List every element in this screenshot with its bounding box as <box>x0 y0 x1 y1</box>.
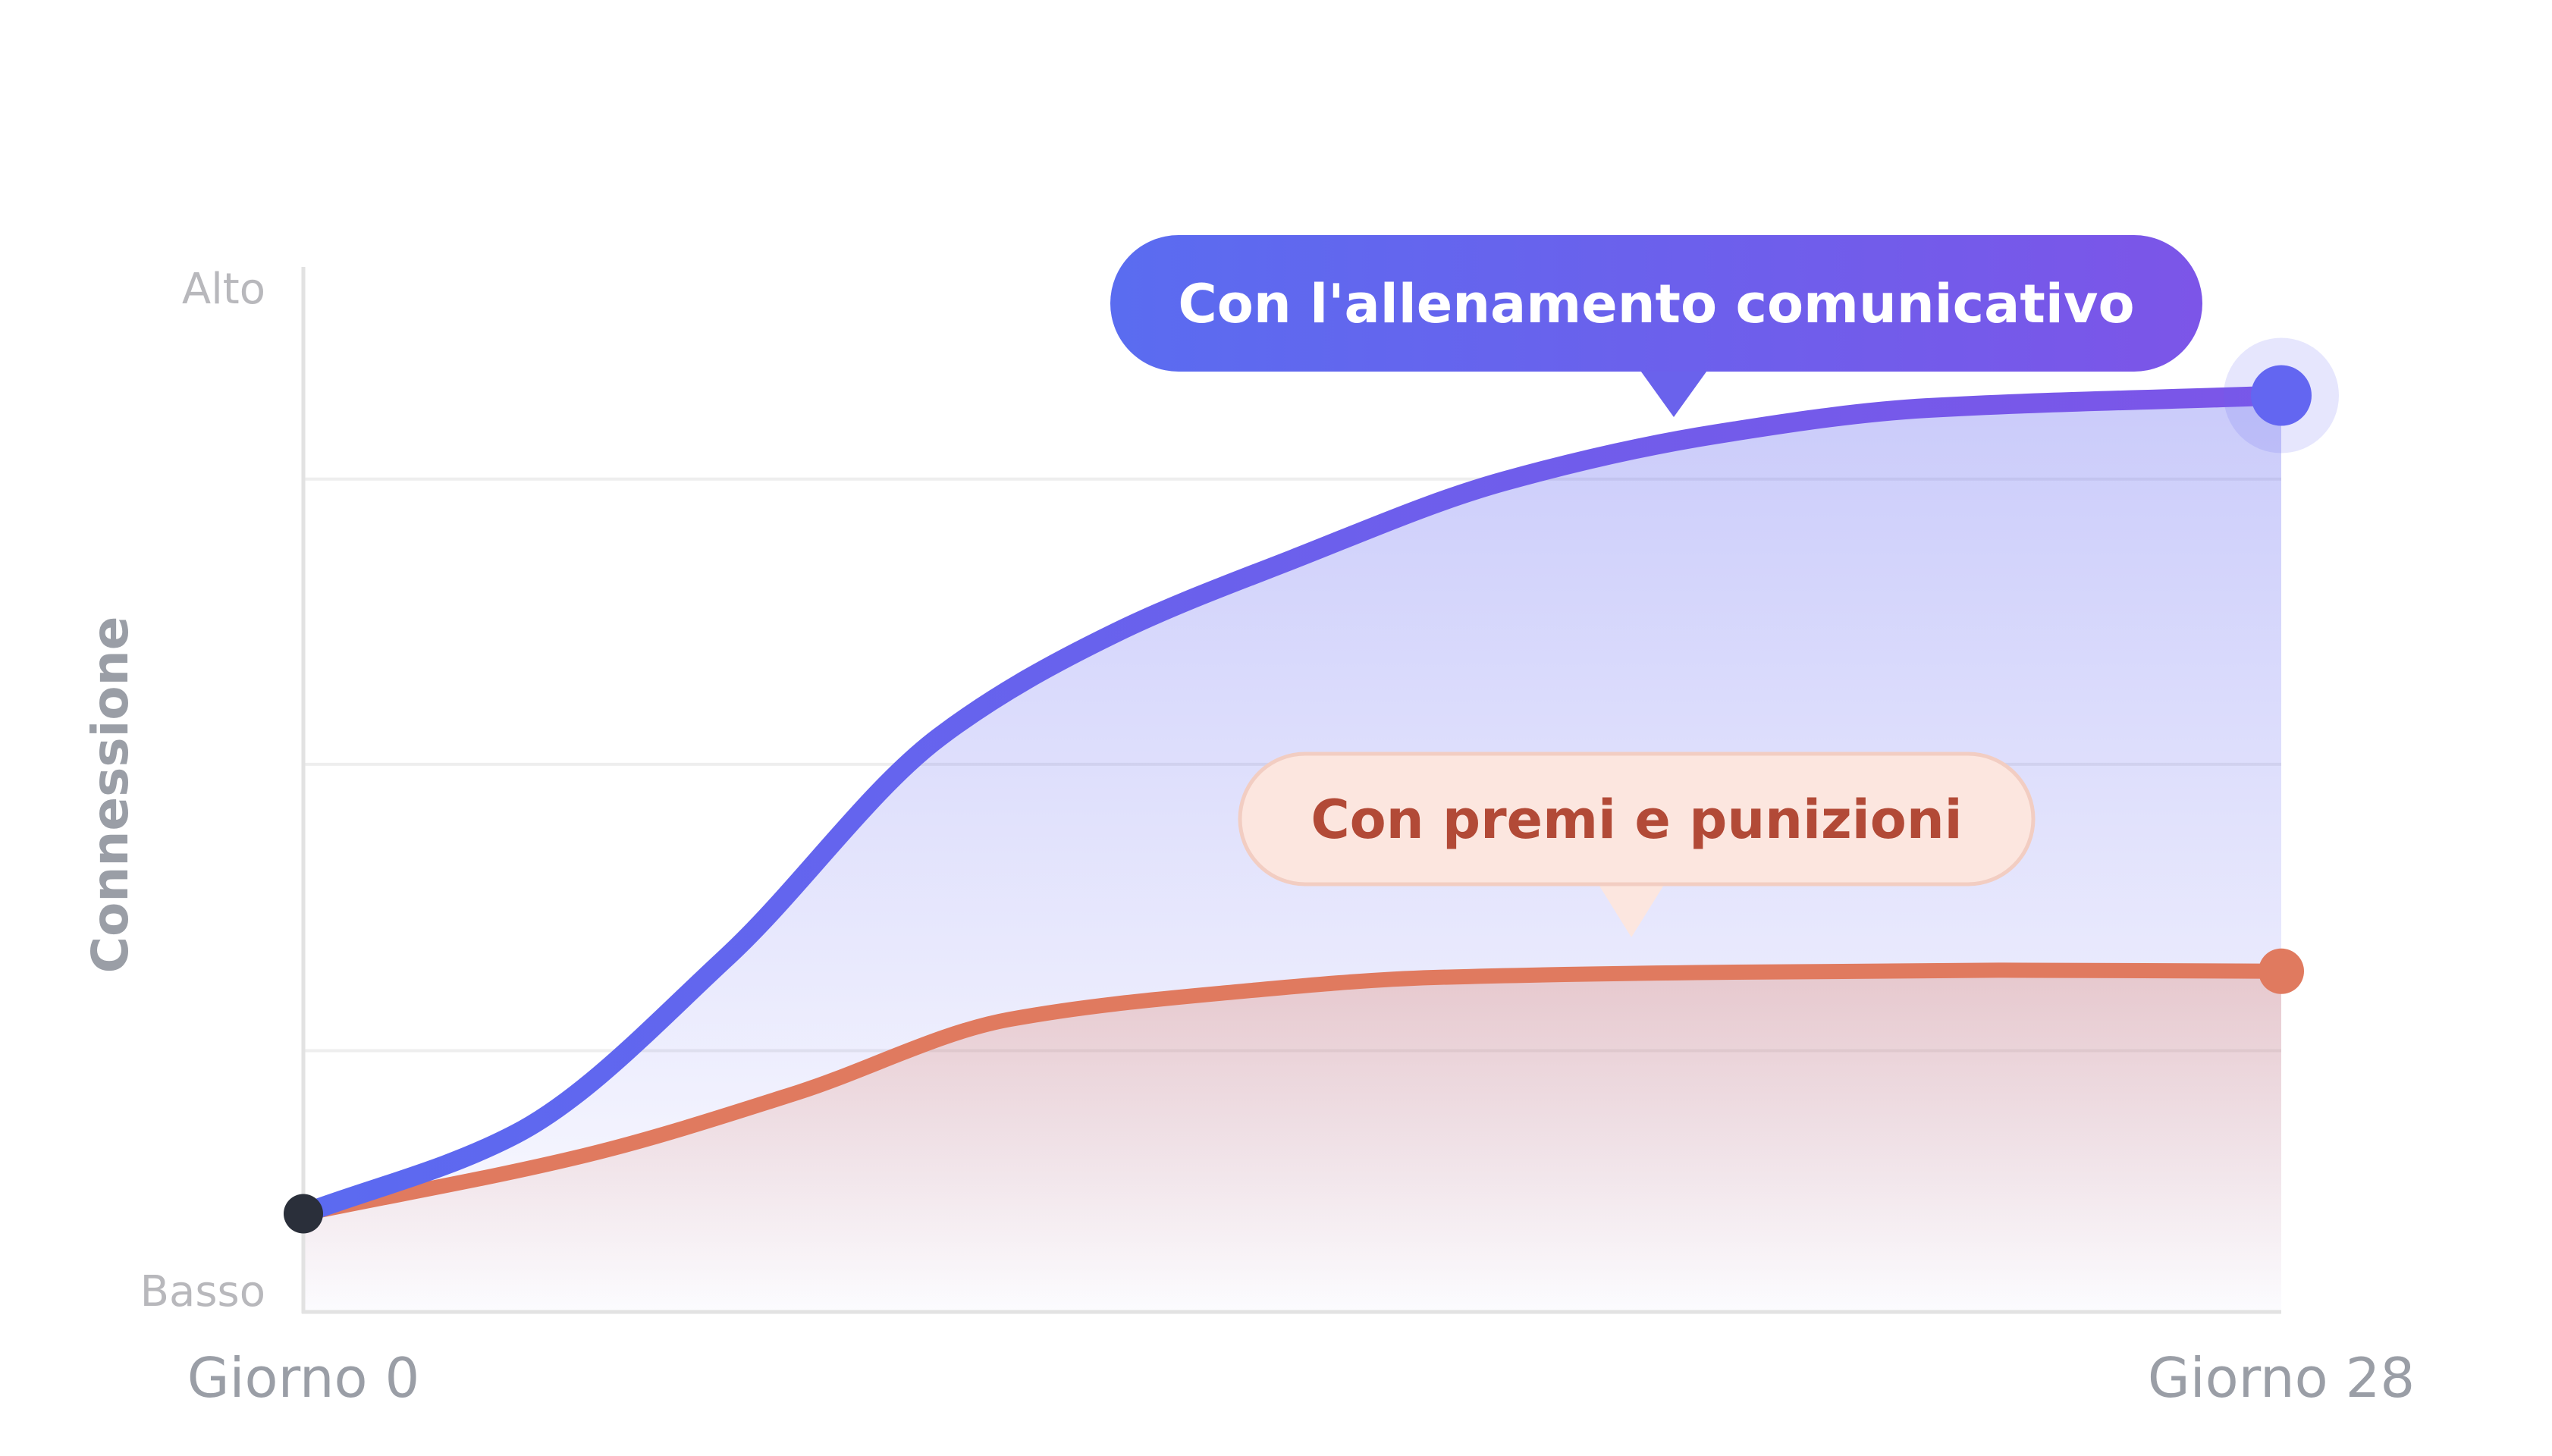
area-rewards <box>303 970 2281 1312</box>
axes <box>301 267 2281 1314</box>
x-tick-label-1: Giorno 28 <box>2148 1346 2415 1410</box>
annotation-badge-rewards <box>1238 752 2036 886</box>
series-lines <box>293 385 2291 1224</box>
annotation-pointer-communication <box>1638 369 1709 417</box>
annotation-rewards: Con premi e punizioni <box>1238 752 2036 937</box>
line-communication <box>293 385 2291 1224</box>
x-tick-label-0: Giorno 0 <box>187 1346 420 1410</box>
y-tick-label-1: Alto <box>182 265 265 314</box>
annotation-badge-communication <box>1110 235 2202 372</box>
annotation-text-rewards: Con premi e punizioni <box>1311 789 1962 851</box>
annotation-pointer-rewards <box>1596 881 1667 937</box>
y-axis-label: Connessione <box>81 617 140 974</box>
annotation-text-communication: Con l'allenamento comunicativo <box>1178 273 2134 335</box>
line-rewards <box>296 962 2289 1222</box>
annotation-communication: Con l'allenamento comunicativo <box>1110 235 2202 417</box>
point-markers <box>284 337 2339 1234</box>
end-marker-rewards <box>2259 948 2304 994</box>
start-marker <box>284 1194 323 1234</box>
end-marker-communication <box>2251 365 2312 426</box>
y-tick-label-0: Basso <box>140 1267 265 1316</box>
